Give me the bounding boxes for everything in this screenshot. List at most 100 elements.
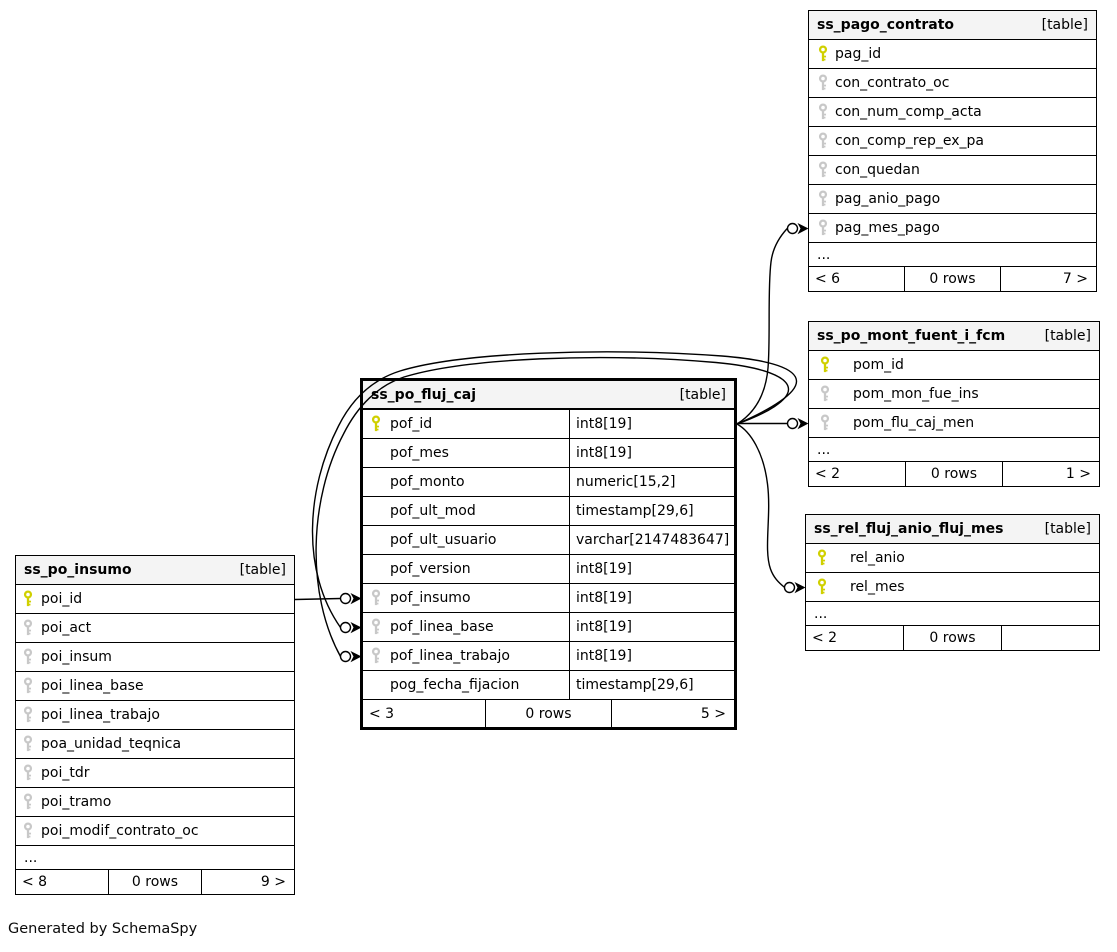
column-name: pog_fecha_fijacion [390,677,520,693]
column-row-con_contrato_oc: con_contrato_oc [809,69,1096,98]
edge-pof-id-to-pag-mes-pago [736,228,788,425]
footer-children-count: 5 > [700,705,726,722]
primary-key-icon-wrap [370,415,382,433]
column-name-cell: pof_monto [363,468,571,496]
column-name: con_quedan [835,162,920,178]
column-name: con_comp_rep_ex_pa [835,133,984,149]
circle-terminator-pom-flu-caj-men [786,417,799,430]
column-name: pof_id [390,416,433,432]
column-type: numeric[15,2] [576,474,676,490]
ellipsis-row: ... [809,438,1099,462]
foreign-key-icon [23,822,33,839]
column-type: int8[19] [576,416,632,432]
column-row-poi_tdr: poi_tdr [16,759,294,788]
footer-fk-count: < 3 [369,705,395,722]
table-type-badge: [table] [239,562,286,578]
table-ss_po_fluj_caj: ss_po_fluj_caj [table] pof_id int8[19] pof_m… [360,378,737,730]
column-row-pag_id: pag_id [809,40,1096,69]
column-row-pof_insumo: pof_insumo int8[19] [363,584,734,613]
table-title[interactable]: ss_pago_contrato [817,17,955,33]
column-name-cell: pof_insumo [363,584,571,612]
foreign-key-icon [818,132,828,149]
column-row-poi_linea_trabajo: poi_linea_trabajo [16,701,294,730]
column-row-pom_id: pom_id [809,351,1099,380]
column-type: int8[19] [576,619,632,635]
primary-key-icon [817,578,827,595]
footer-fk-count: < 2 [815,466,841,482]
column-type: int8[19] [576,648,632,664]
column-row-poi_id: poi_id [16,585,294,614]
table-type-badge: [table] [1044,328,1091,344]
column-name: rel_mes [850,579,905,595]
column-type: timestamp[29,6] [576,503,694,519]
primary-key-icon-wrap [22,590,34,608]
column-name-cell: pof_ult_usuario [363,526,571,554]
column-name: pof_monto [390,474,465,490]
column-row-con_num_comp_acta: con_num_comp_acta [809,98,1096,127]
table-header-ss_rel_fluj_anio_fluj_mes[interactable]: ss_rel_fluj_anio_fluj_mes [table] [806,515,1099,544]
column-row-pof_linea_base: pof_linea_base int8[19] [363,613,734,642]
foreign-key-icon [23,619,33,636]
table-type-badge: [table] [1044,521,1091,537]
foreign-key-icon-wrap [817,132,829,150]
column-row-con_quedan: con_quedan [809,156,1096,185]
footer-row-count: 0 rows [903,267,1002,291]
circle-terminator-pof-linea-base [339,621,352,634]
table-title[interactable]: ss_po_insumo [24,562,132,578]
column-row-poi_act: poi_act [16,614,294,643]
footer-row-count: 0 rows [902,626,1003,650]
column-name: poi_linea_trabajo [41,707,160,723]
column-name: poi_tdr [41,765,90,781]
foreign-key-icon-wrap [370,647,382,665]
table-type-badge: [table] [679,386,726,403]
foreign-key-icon-wrap [22,677,34,695]
column-row-poi_linea_base: poi_linea_base [16,672,294,701]
circle-terminator-pof-linea-trabajo [339,650,352,663]
table-title[interactable]: ss_po_fluj_caj [371,386,476,403]
foreign-key-icon [820,385,830,402]
column-type: int8[19] [576,590,632,606]
column-type: timestamp[29,6] [576,677,694,693]
footer-children-count [1002,626,1099,650]
footer-row-count: 0 rows [107,870,203,894]
primary-key-icon-wrap [816,549,828,567]
foreign-key-icon [818,161,828,178]
column-name: poa_unidad_teqnica [41,736,182,752]
generator-note: Generated by SchemaSpy [8,921,198,937]
foreign-key-icon-wrap [817,161,829,179]
column-name: pag_id [835,46,882,62]
table-title[interactable]: ss_po_mont_fuent_i_fcm [817,328,1006,344]
foreign-key-icon [23,648,33,665]
table-header-ss_po_insumo[interactable]: ss_po_insumo [table] [16,556,294,585]
foreign-key-icon [23,735,33,752]
foreign-key-icon-wrap [22,735,34,753]
table-header-ss_po_fluj_caj[interactable]: ss_po_fluj_caj [table] [363,381,734,410]
column-name-cell: pof_ult_mod [363,497,571,525]
column-name: pof_ult_mod [390,503,476,519]
foreign-key-icon [23,706,33,723]
table-header-ss_po_mont_fuent_i_fcm[interactable]: ss_po_mont_fuent_i_fcm [table] [809,322,1099,351]
foreign-key-icon-wrap [22,822,34,840]
column-name: pof_linea_base [390,619,494,635]
table-title[interactable]: ss_rel_fluj_anio_fluj_mes [814,521,1004,537]
foreign-key-icon [371,589,381,606]
column-name: con_num_comp_acta [835,104,982,120]
table-header-ss_pago_contrato[interactable]: ss_pago_contrato[table] [809,11,1096,40]
column-row-con_comp_rep_ex_pa: con_comp_rep_ex_pa [809,127,1096,156]
column-row-rel_mes: rel_mes [806,573,1099,602]
footer-fk-count: < 6 [815,271,841,287]
column-name: pof_ult_usuario [390,532,497,548]
ellipsis-row: ... [809,243,1096,267]
table-ss_pago_contrato: ss_pago_contrato[table] pag_id con_contrat… [808,10,1097,292]
column-name: pof_version [390,561,471,577]
foreign-key-icon-wrap [817,74,829,92]
foreign-key-icon-wrap [819,385,831,403]
column-type: int8[19] [576,561,632,577]
